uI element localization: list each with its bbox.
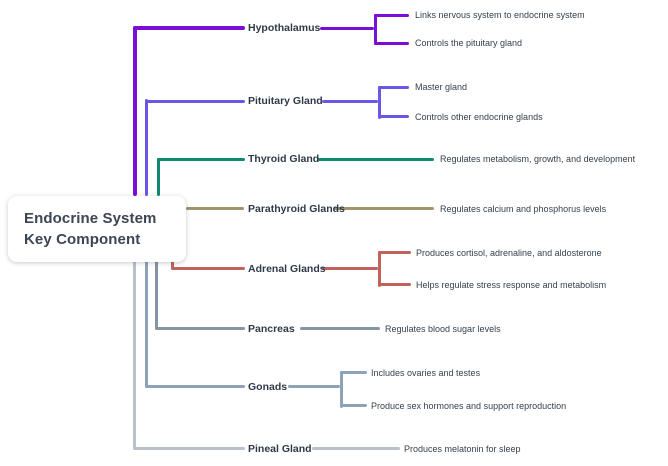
branch-pituitary-stub-2 [378,115,409,118]
branch-parathyroid-connector [334,207,434,210]
branch-pineal-trunk-horizontal [133,447,245,450]
root-node: Endocrine System Key Component [8,196,186,262]
branch-pancreas-label: Pancreas [248,323,295,335]
branch-pituitary-stub-1 [378,86,409,89]
branch-hypothalamus-stub-2 [374,42,409,45]
branch-adrenal-trunk-vertical [171,260,174,269]
branch-pancreas-trunk-vertical [155,261,158,329]
branch-pituitary-trunk-vertical [145,99,148,196]
branch-gonads-stub-2 [340,404,367,407]
branch-thyroid-trunk-horizontal [157,158,245,161]
branch-adrenal-stub-2 [378,283,411,286]
branch-adrenal-connector [322,267,378,270]
branch-thyroid-label: Thyroid Gland [248,153,320,165]
branch-thyroid-connector [318,158,434,161]
branch-adrenal-trunk-horizontal [171,267,245,270]
branch-gonads-bracket [340,371,343,408]
branch-adrenal-stub-1 [378,251,411,254]
pituitary-leaf-1: Master gland [415,82,468,92]
branch-pituitary-bracket [378,86,381,119]
branch-hypothalamus-bracket [374,14,377,45]
branch-hypothalamus-stub-1 [374,14,409,17]
branch-gonads-trunk-vertical [145,261,148,388]
branch-adrenal-label: Adrenal Glands [248,263,326,275]
branch-pineal-connector [312,447,400,450]
branch-gonads-connector [288,385,340,388]
branch-pituitary-label: Pituitary Gland [248,95,323,107]
root-title-line-2: Key Component [24,231,141,248]
branch-adrenal-bracket [378,251,381,287]
pineal-leaf-1: Produces melatonin for sleep [404,444,521,454]
adrenal-leaf-1: Produces cortisol, adrenaline, and aldos… [416,248,602,258]
adrenal-leaf-2: Helps regulate stress response and metab… [416,280,607,290]
parathyroid-leaf-1: Regulates calcium and phosphorus levels [440,204,607,214]
branch-pineal-label: Pineal Gland [248,443,312,455]
branch-gonads-stub-1 [340,371,367,374]
gonads-leaf-2: Produce sex hormones and support reprodu… [371,401,567,411]
branch-hypothalamus-connector [320,27,374,30]
branch-parathyroid-label: Parathyroid Glands [248,203,345,215]
branch-pituitary-trunk-horizontal [145,100,245,103]
root-title-line-1: Endocrine System [24,210,157,227]
branch-gonads-trunk-horizontal [145,385,245,388]
branch-hypothalamus-trunk-horizontal [133,26,245,30]
branch-pituitary-connector [322,100,378,103]
branch-thyroid-trunk-vertical [157,158,160,196]
branch-parathyroid-trunk-horizontal [186,207,244,210]
branch-hypothalamus-label: Hypothalamus [248,22,321,34]
pituitary-leaf-2: Controls other endocrine glands [415,112,543,122]
branch-hypothalamus-trunk-vertical [133,26,137,196]
hypothalamus-leaf-2: Controls the pituitary gland [415,38,523,48]
thyroid-leaf-1: Regulates metabolism, growth, and develo… [440,154,636,164]
branch-pineal-trunk-vertical [133,261,136,449]
branch-pancreas-connector [300,327,380,330]
pancreas-leaf-1: Regulates blood sugar levels [385,324,501,334]
branch-pancreas-trunk-horizontal [155,327,245,330]
branch-gonads-label: Gonads [248,381,288,393]
hypothalamus-leaf-1: Links nervous system to endocrine system [415,10,585,20]
gonads-leaf-1: Includes ovaries and testes [371,368,481,378]
